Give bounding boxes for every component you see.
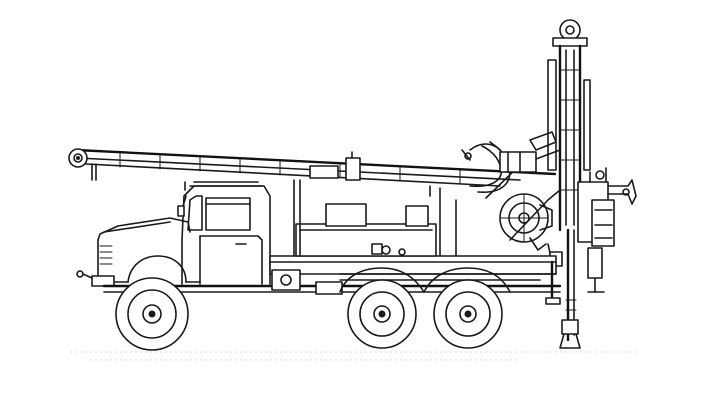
rotary-head: [577, 167, 637, 293]
rear-wheel-2: [433, 279, 503, 349]
front-pulley: [68, 148, 88, 168]
rear-wheel-1: [347, 279, 417, 349]
ground-shadow: [70, 351, 640, 361]
front-wheel: [115, 277, 189, 351]
rear-fender: [339, 267, 511, 293]
chassis: [102, 179, 562, 305]
boom: [74, 141, 557, 197]
drill-machinery: [461, 131, 563, 267]
truck-cab: [76, 181, 271, 287]
mast: [547, 19, 591, 349]
